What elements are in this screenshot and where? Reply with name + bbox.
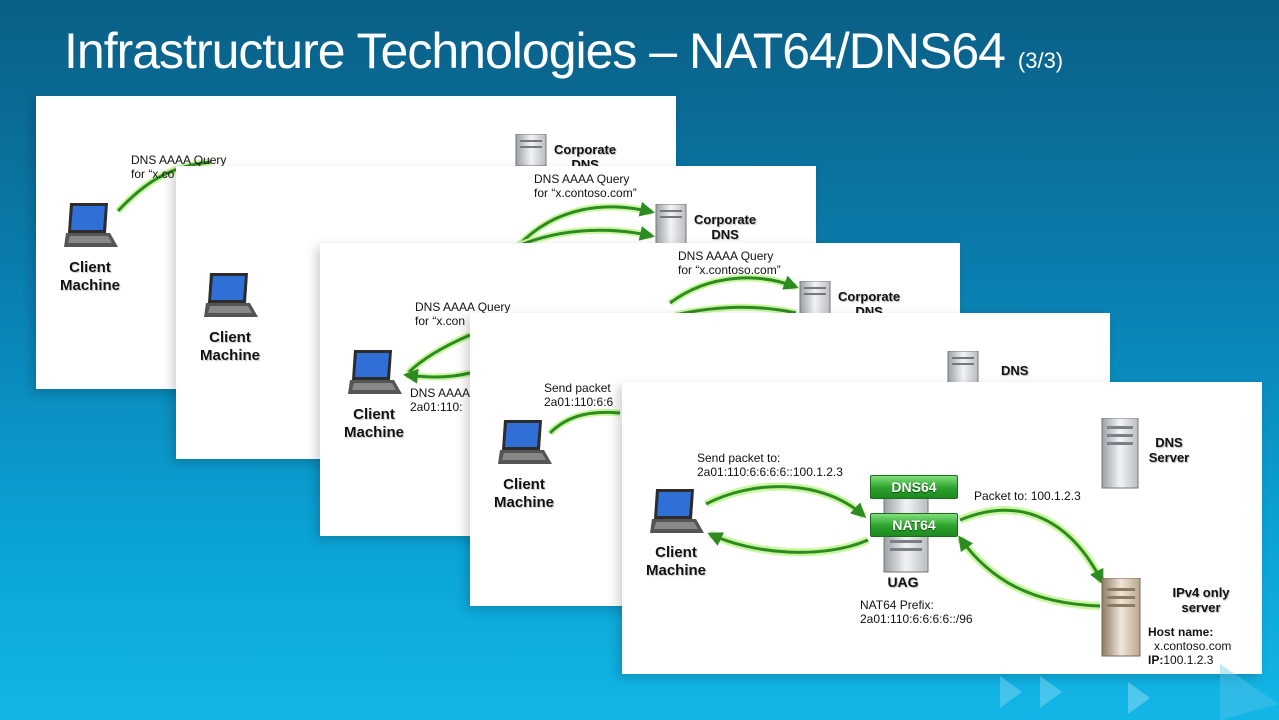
laptop-icon [64, 203, 118, 247]
ipv4-server-icon [1101, 578, 1141, 657]
panel-5-arrows [704, 482, 1106, 610]
diagram-panel-5: Send packet to:2a01:110:6:6:6:6::100.1.2… [622, 382, 1262, 674]
panel-4-dns-label: DNS [1001, 363, 1029, 378]
panel-1-arrows [115, 158, 212, 214]
panel-3-arrows [403, 274, 799, 384]
panel-4-arrows [547, 408, 621, 436]
decorative-chevrons [1000, 664, 1279, 720]
uag-label: UAG [887, 574, 919, 590]
dns-server-icon [1101, 418, 1139, 489]
slide-title: Infrastructure Technologies – NAT64/DNS6… [64, 23, 1064, 79]
laptop-icon [204, 273, 258, 317]
host-info: Host name: x.contoso.com IP:100.1.2.3 [1148, 625, 1232, 667]
slide-subtitle: (3/3) [1017, 48, 1064, 73]
nat64-box: NAT64 [870, 513, 958, 537]
laptop-icon [348, 350, 402, 394]
laptop-icon [498, 420, 552, 464]
packet-to-label: Packet to: 100.1.2.3 [974, 489, 1081, 503]
laptop-icon [650, 489, 704, 533]
server-icon [655, 204, 687, 244]
send-packet-label: Send packet to:2a01:110:6:6:6:6::100.1.2… [697, 451, 843, 479]
nat64-prefix-label: NAT64 Prefix:2a01:110:6:6:6:6::/96 [860, 598, 973, 626]
panel-2-arrows [515, 201, 655, 250]
dns64-box: DNS64 [870, 475, 958, 499]
server-icon [515, 134, 547, 166]
